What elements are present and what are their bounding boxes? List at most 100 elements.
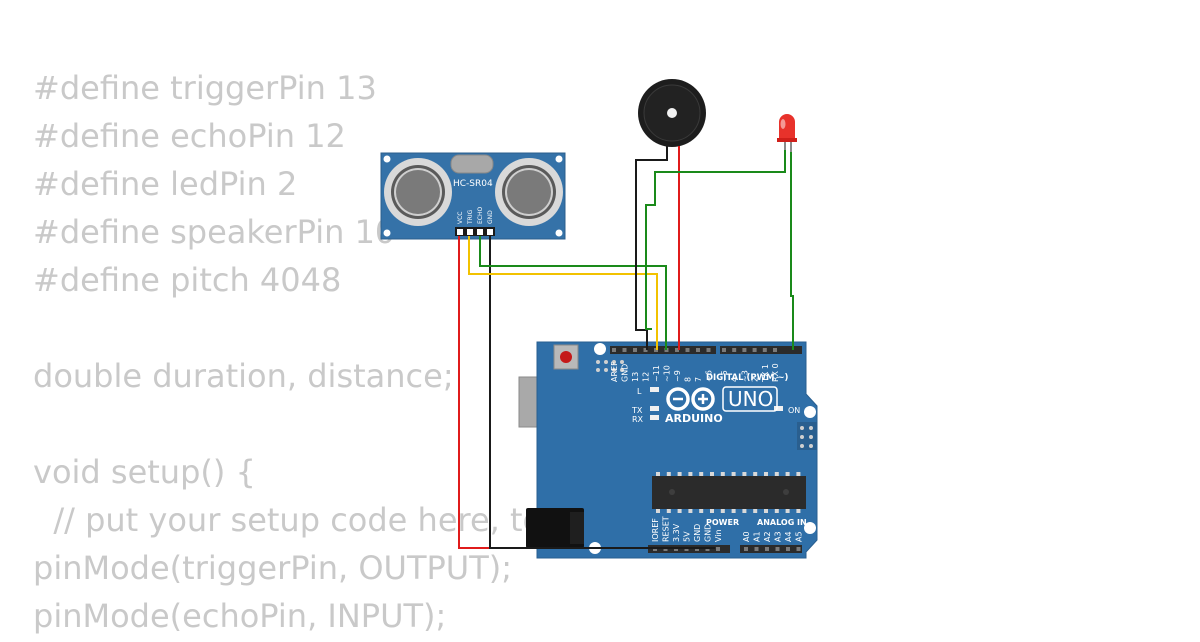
pin-hole — [744, 547, 748, 551]
pin-hole — [716, 547, 720, 551]
code-line: #define pitch 4048 — [33, 261, 342, 299]
svg-text:L: L — [637, 387, 642, 396]
icsp-header-right — [797, 422, 817, 450]
pin-hole — [752, 348, 757, 352]
pin-hole — [633, 348, 637, 352]
power-pin-label: 3.3V — [672, 523, 681, 542]
wire-led-2 — [645, 150, 786, 330]
red-led[interactable] — [777, 114, 797, 152]
digital-pin-label: ~6 — [705, 370, 714, 382]
power-label: POWER — [706, 518, 739, 527]
analog-pin-label: A4 — [784, 531, 793, 542]
uno-badge — [722, 386, 778, 412]
arduino-logo — [666, 387, 715, 411]
mounting-hole — [594, 343, 606, 355]
pin-hole — [675, 348, 679, 352]
code-line: #define ledPin 2 — [33, 165, 298, 203]
code-line: #define triggerPin 13 — [33, 69, 377, 107]
svg-text:RX: RX — [632, 415, 644, 424]
digital-pin-label: AREF — [610, 361, 619, 382]
digital-pin-label: RX 0 — [771, 363, 780, 382]
analog-pin-label: A5 — [795, 531, 804, 542]
digital-pin-label: ~5 — [720, 370, 729, 382]
pin-hole — [765, 547, 769, 551]
digital-pin-label: TX 1 — [761, 364, 770, 383]
analog-pin-label: A0 — [742, 531, 751, 542]
digital-pin-label: ~10 — [663, 365, 672, 382]
pin-hole — [696, 348, 700, 352]
arduino-brand: ARDUINO — [665, 412, 723, 425]
transducer-left — [384, 158, 452, 226]
analog-pin-label: A1 — [753, 531, 762, 542]
digital-pin-label: 4 — [730, 377, 739, 382]
icsp-header — [596, 360, 624, 372]
digital-pin-label: 8 — [684, 377, 693, 382]
code-line: #define speakerPin 10 — [33, 213, 396, 251]
wire-echo-12 — [479, 236, 667, 350]
pin-hole — [706, 348, 711, 352]
pin-hole — [732, 348, 737, 352]
transducer-right — [495, 158, 563, 226]
pin-hole — [612, 348, 616, 352]
analog-pin-label: A3 — [774, 531, 783, 542]
sensor-pin-label: VCC — [457, 212, 464, 224]
pin-hole — [775, 547, 780, 551]
pin-hole — [773, 348, 777, 352]
digital-pin-label: GND — [621, 364, 630, 382]
analog-label: ANALOG IN — [757, 518, 807, 527]
digital-pin-label: 2 — [751, 377, 760, 382]
status-leds: L TX RX ON — [631, 387, 800, 424]
sensor-pins — [455, 227, 495, 236]
sensor-model-label: HC-SR04 — [453, 179, 493, 189]
svg-text:ON: ON — [788, 406, 800, 415]
wires — [458, 146, 794, 549]
sensor-pin-label: TRIG — [467, 209, 474, 225]
digital-pin-label: ~11 — [652, 365, 661, 382]
digital-label: DIGITAL (PWM ~) — [706, 373, 788, 383]
atmega-chip — [652, 472, 806, 513]
code-line: pinMode(echoPin, INPUT); — [33, 597, 447, 635]
pin-hole — [754, 547, 759, 551]
svg-text:TX: TX — [631, 406, 643, 415]
power-pin-label: RESET — [662, 516, 671, 542]
code-line: // put your setup code here, to r — [33, 501, 566, 539]
wire-buzzer-gnd — [635, 146, 668, 350]
reset-button-cap — [560, 351, 572, 363]
digital-pin-label: 13 — [631, 372, 640, 382]
power-pin-label: GND — [704, 524, 713, 542]
code-line: double duration, distance; — [33, 357, 454, 395]
sensor-pin-label: GND — [487, 210, 494, 224]
pin-hole — [786, 547, 790, 551]
digital-pin-label: 7 — [694, 377, 703, 382]
digital-pin-label: ~9 — [673, 370, 682, 382]
digital-pin-label: 12 — [642, 372, 651, 382]
uno-logo-word: UNO — [728, 387, 773, 411]
analog-pin-label: A2 — [763, 531, 772, 542]
wire-led-pin2 — [790, 152, 794, 350]
code-line: pinMode(triggerPin, OUTPUT); — [33, 549, 513, 587]
piezo-buzzer[interactable] — [638, 79, 706, 147]
digital-header — [610, 346, 802, 354]
code-line: void setup() { — [33, 453, 256, 491]
sensor-pin-label: ECHO — [477, 207, 484, 224]
pin-hole — [643, 348, 648, 352]
crystal — [450, 154, 494, 174]
mounting-hole — [804, 406, 816, 418]
pin-hole — [685, 348, 690, 352]
power-pin-label: Vin — [714, 529, 723, 542]
pin-hole — [742, 348, 747, 352]
code-listing: #define triggerPin 13 #define echoPin 12 #… — [33, 66, 565, 642]
power-pin-label: 5V — [683, 531, 692, 542]
dc-power-jack — [526, 508, 584, 548]
code-line: #define echoPin 12 — [33, 117, 346, 155]
mounting-hole — [804, 522, 816, 534]
digital-pin-label: ~3 — [740, 370, 749, 382]
pin-hole — [796, 547, 801, 551]
pin-hole — [622, 348, 627, 352]
